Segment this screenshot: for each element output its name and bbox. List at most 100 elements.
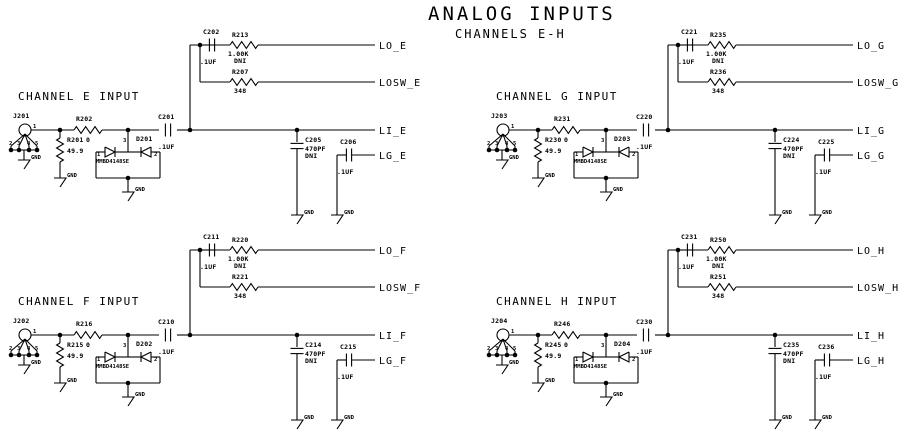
shunt-resistor-symbol	[55, 137, 65, 163]
lo-resistor-value: 1.00K	[228, 255, 249, 263]
diode-gnd-label: GND	[135, 187, 146, 193]
net-label-li: LI_F	[379, 331, 407, 342]
connector-ref: J201	[13, 112, 29, 120]
lg-cap-gnd-triangle	[331, 419, 345, 430]
series-resistor-ref: R246	[554, 320, 570, 328]
lo-resistor-symbol	[229, 40, 259, 50]
series-resistor-value: 0	[564, 136, 568, 144]
diode-gnd-label: GND	[613, 187, 624, 193]
input-connector-pin-3: 3	[495, 346, 498, 352]
lg-cap-gnd-triangle	[331, 214, 345, 225]
li-cap-gnd-triangle	[291, 419, 305, 430]
li-cap-gnd-triangle	[769, 419, 783, 430]
net-label-losw: LOSW_H	[857, 283, 899, 294]
channel-heading: CHANNEL G INPUT	[496, 90, 618, 103]
input-connector-lead-4	[24, 338, 30, 352]
li-cap-note: DNI	[783, 152, 795, 160]
li-cap-value: 470PF	[783, 145, 804, 153]
diode-gnd-label: GND	[135, 392, 146, 398]
channel-heading: CHANNEL H INPUT	[496, 295, 618, 308]
channel-heading: CHANNEL E INPUT	[18, 90, 140, 103]
sheet-title: ANALOG INPUTS	[428, 3, 616, 25]
lg-cap-gnd-triangle	[809, 419, 823, 430]
diode-lower-body	[582, 351, 595, 363]
title-block: ANALOG INPUTS CHANNELS E-H	[428, 3, 616, 41]
diode-pin-1: 1	[575, 152, 579, 158]
li-cap-note: DNI	[783, 357, 795, 365]
diode-lower-body	[582, 146, 595, 158]
diode-lower-body	[104, 146, 117, 158]
input-connector-lead-4	[502, 133, 508, 147]
lg-cap-value: .1UF	[337, 168, 353, 176]
input-connector-pin-4: 4	[505, 141, 509, 147]
block-cap-value: .1UF	[158, 143, 174, 151]
diode-pin-3: 3	[123, 343, 126, 349]
diode-pin-3: 3	[601, 343, 604, 349]
input-connector-lead-3	[18, 133, 26, 147]
diode-gnd-triangle	[122, 191, 136, 202]
input-connector-gnd-triangle	[496, 364, 510, 375]
net-label-lg: LG_E	[379, 151, 407, 162]
li-cap-note: DNI	[305, 152, 317, 160]
lo-resistor-ref: R250	[710, 236, 726, 244]
connector-ref: J204	[491, 317, 507, 325]
diode-lower-body	[104, 351, 117, 363]
input-connector-pin-5: 5	[35, 346, 38, 352]
li-cap-gnd-label: GND	[782, 210, 793, 216]
input-connector-lead-5	[24, 338, 38, 352]
li-cap-value: 470PF	[783, 350, 804, 358]
input-connector-gnd-triangle	[18, 364, 32, 375]
lg-cap-ref: C215	[340, 343, 356, 351]
series-resistor-ref: R231	[554, 115, 570, 123]
input-connector-pin-2: 2	[9, 346, 12, 352]
lo-resistor-value: 1.00K	[228, 50, 249, 58]
net-label-lo: LO_H	[857, 246, 885, 257]
lo-resistor-symbol	[707, 40, 737, 50]
losw-resistor-symbol	[707, 282, 737, 292]
input-connector-pin-1: 1	[33, 329, 37, 335]
input-connector-lead-3	[496, 133, 504, 147]
input-connector-pin-1: 1	[511, 124, 515, 130]
losw-resistor-ref: R236	[710, 68, 726, 76]
li-cap-ref: C214	[305, 341, 321, 349]
top-cap-ref: C221	[681, 28, 697, 36]
diode-gnd-label: GND	[613, 392, 624, 398]
input-connector-lead-5	[24, 133, 38, 147]
input-connector-lead-2	[10, 133, 26, 147]
series-resistor-value: 0	[86, 341, 90, 349]
li-cap-gnd-label: GND	[304, 210, 315, 216]
shunt-gnd-label: GND	[67, 378, 78, 384]
input-connector-pin-5: 5	[35, 141, 38, 147]
lg-cap-value: .1UF	[815, 168, 831, 176]
lo-resistor-ref: R235	[710, 31, 726, 39]
losw-resistor-symbol	[707, 77, 737, 87]
diode-pin-3: 3	[601, 138, 604, 144]
series-resistor-symbol	[551, 330, 581, 340]
lg-cap-value: .1UF	[815, 373, 831, 381]
li-cap-gnd-label: GND	[782, 415, 793, 421]
input-connector-lead-2	[488, 133, 504, 147]
top-cap-ref: C211	[203, 233, 219, 241]
shunt-gnd-label: GND	[67, 173, 78, 179]
input-connector-pin-5: 5	[513, 346, 516, 352]
block-cap-ref: C210	[158, 318, 174, 326]
lo-resistor-note: DNI	[712, 262, 724, 270]
net-label-li: LI_G	[857, 126, 885, 137]
connector-ref: J202	[13, 317, 29, 325]
top-cap-ref: C202	[203, 28, 219, 36]
channel-heading: CHANNEL F INPUT	[18, 295, 140, 308]
top-cap-value: .1UF	[678, 58, 694, 66]
shunt-resistor-value: 49.9	[545, 147, 561, 155]
lg-cap-ref: C236	[818, 343, 834, 351]
diode-upper-body	[139, 146, 152, 158]
series-resistor-symbol	[73, 330, 103, 340]
lg-cap-ref: C225	[818, 138, 834, 146]
input-connector-pin-4: 4	[505, 346, 509, 352]
losw-resistor-ref: R251	[710, 273, 726, 281]
shunt-gnd-triangle	[532, 382, 546, 393]
sheet-subtitle: CHANNELS E-H	[455, 27, 566, 41]
lg-cap-gnd-label: GND	[822, 415, 833, 421]
net-label-li: LI_H	[857, 331, 885, 342]
diode-ref: D203	[614, 135, 630, 143]
input-connector-gnd-label: GND	[31, 155, 42, 161]
